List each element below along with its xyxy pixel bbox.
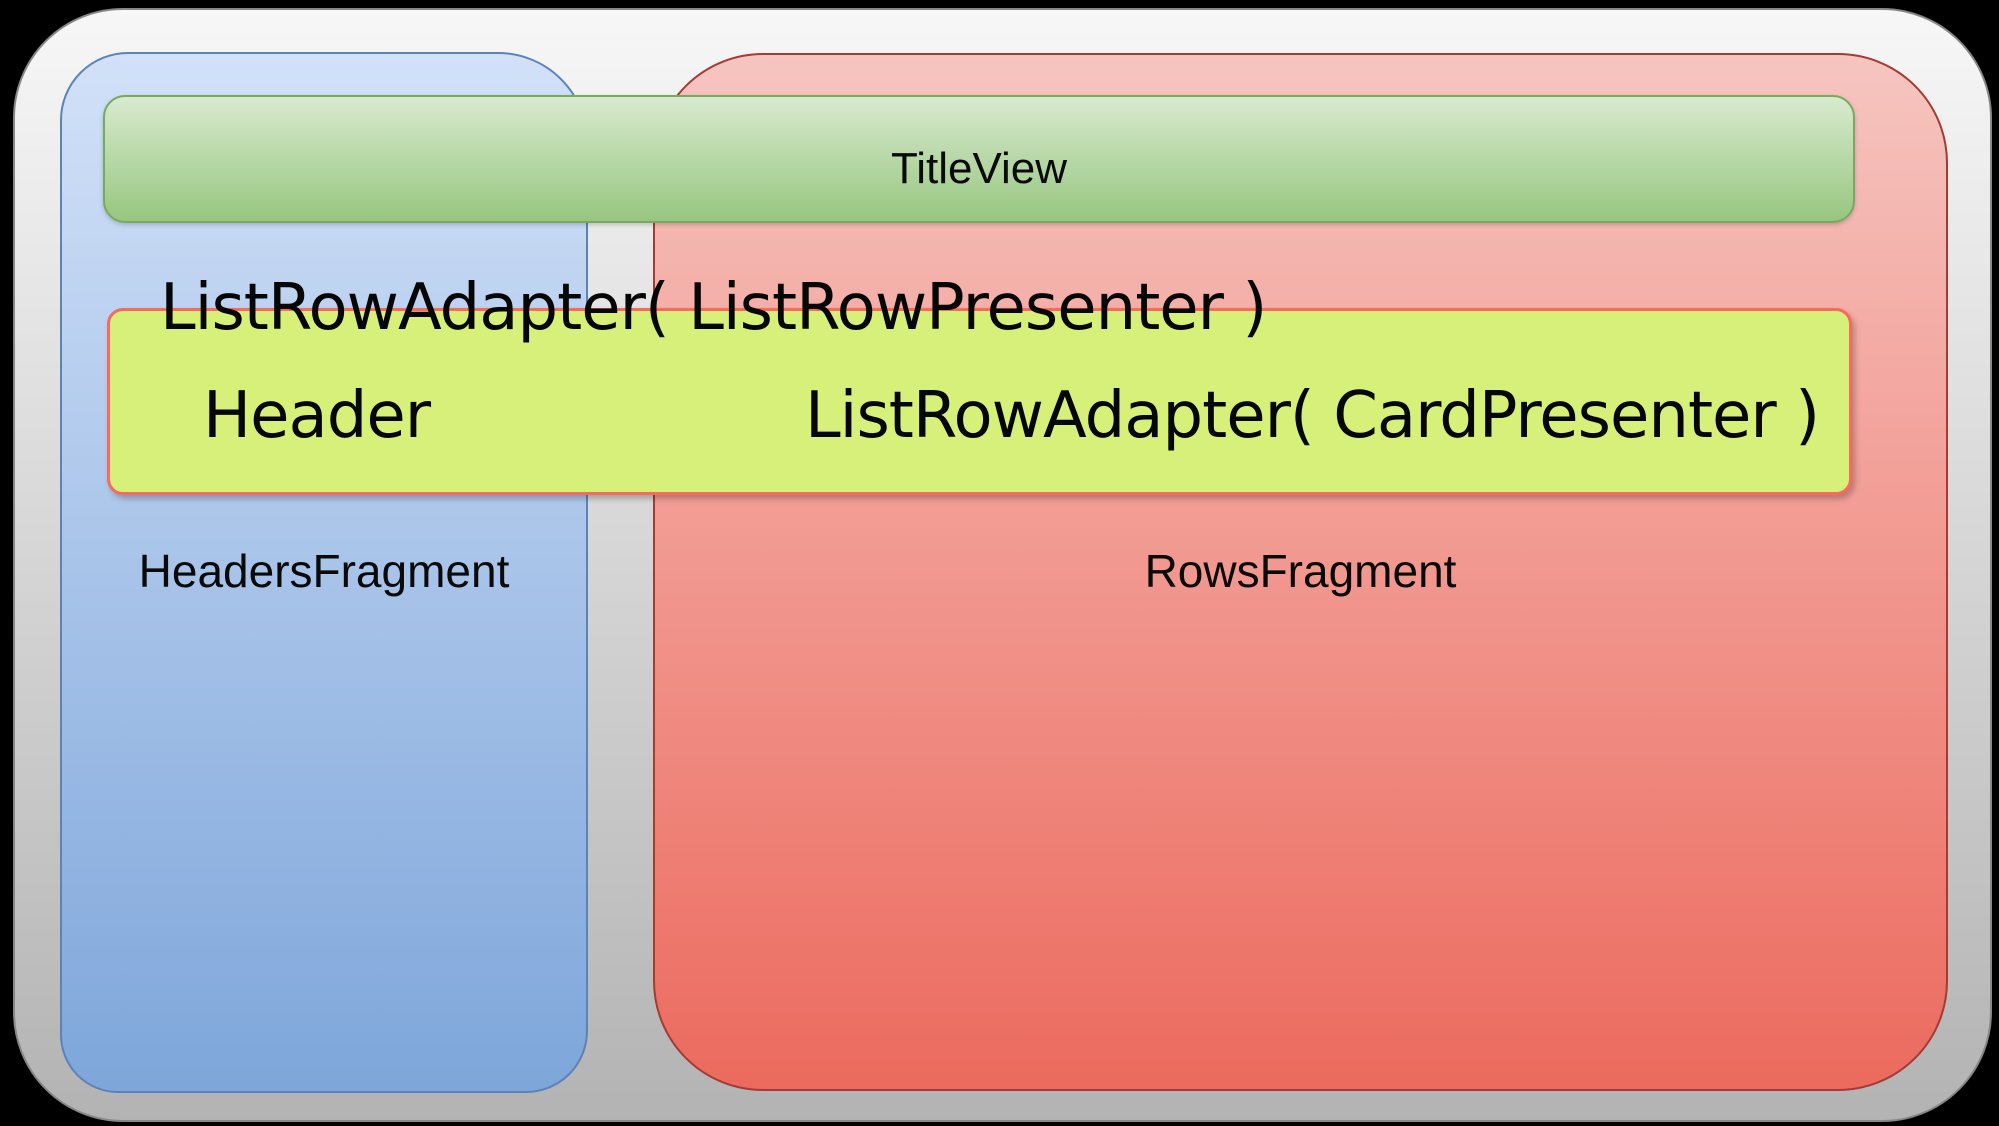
title-view-label: TitleView — [890, 144, 1068, 193]
rows-fragment-box — [653, 53, 1948, 1091]
rows-fragment-label: RowsFragment — [1144, 545, 1457, 597]
list-row-adapter-box — [107, 308, 1852, 495]
header-cell-label: Header — [203, 379, 431, 453]
list-row-presenter-label: ListRowAdapter( ListRowPresenter ) — [160, 271, 1267, 345]
headers-fragment-label: HeadersFragment — [138, 545, 510, 597]
headers-fragment-box — [60, 52, 588, 1093]
card-presenter-label: ListRowAdapter( CardPresenter ) — [805, 379, 1820, 453]
title-view-bar: TitleView — [103, 95, 1855, 223]
browse-fragment-container: TitleView ListRowAdapter( ListRowPresent… — [13, 8, 1992, 1122]
